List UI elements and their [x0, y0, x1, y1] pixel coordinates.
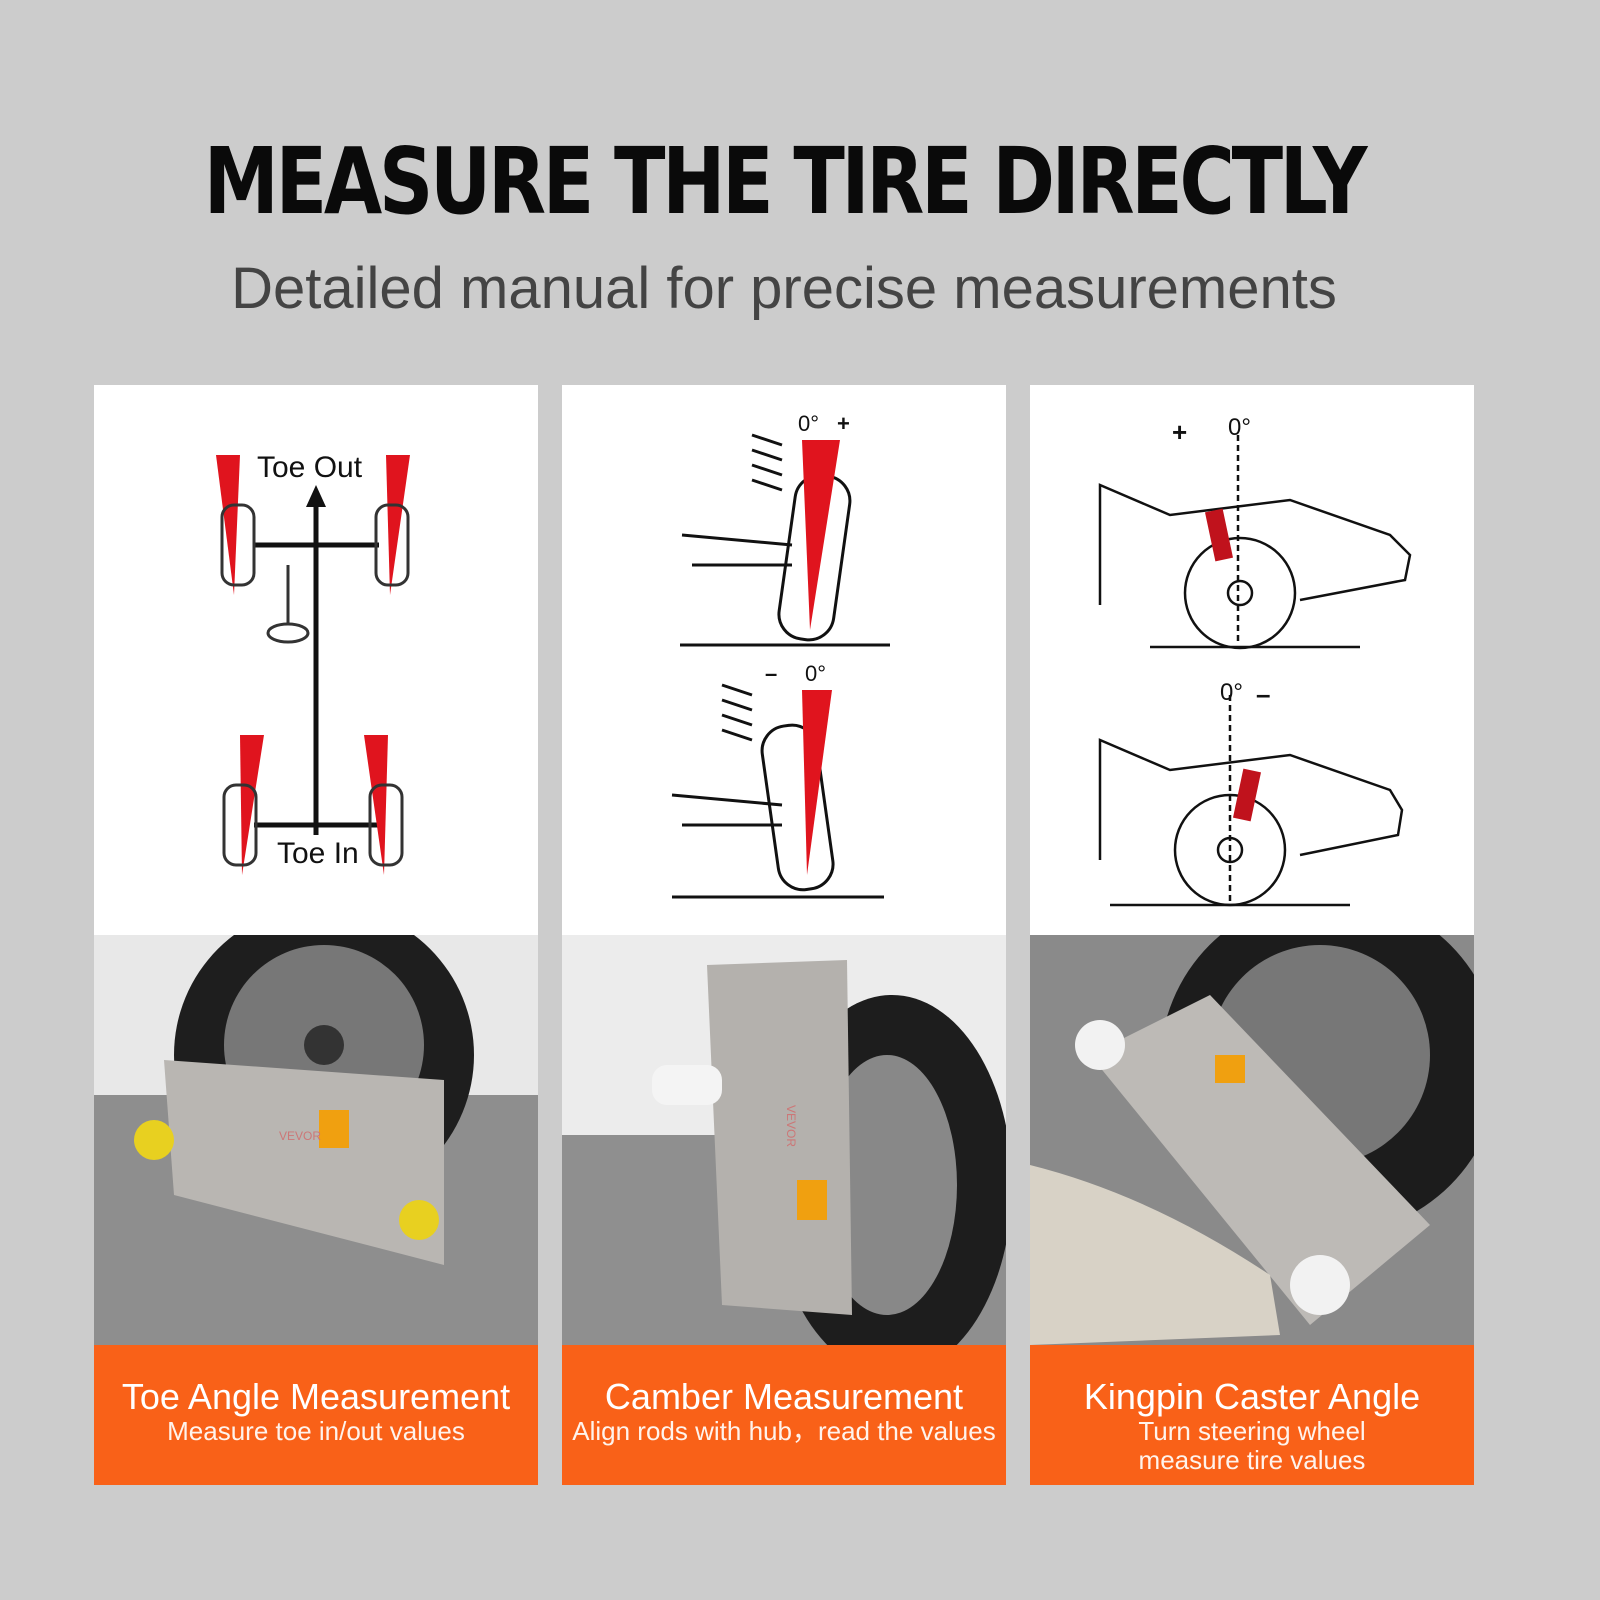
caster-caption: Kingpin Caster Angle Turn steering wheel… [1030, 1345, 1474, 1485]
panel-caster: 0° + 0° – Kingpin Caster Angle Turn stee… [1030, 385, 1474, 1485]
camber-bottom-zero: 0° [805, 661, 826, 686]
camber-top-sign: + [837, 411, 850, 436]
brand-label: VEVOR [784, 1105, 798, 1147]
toe-diagram: Toe Out Toe In [94, 385, 538, 935]
caster-diagram-svg: 0° + 0° – [1098, 414, 1412, 907]
camber-bottom-sign: – [765, 661, 777, 686]
toe-caption: Toe Angle Measurement Measure toe in/out… [94, 1345, 538, 1485]
panel-camber: 0° + 0° – VEVOR Camber Measurement Align… [562, 385, 1006, 1485]
caption-title: Kingpin Caster Angle [1083, 1376, 1421, 1417]
caption-title: Toe Angle Measurement [121, 1376, 511, 1417]
page-title: MEASURE THE TIRE DIRECTLY [203, 128, 1368, 235]
caption-subtitle: Measure toe in/out values [167, 1416, 465, 1446]
caster-top-sign: + [1172, 417, 1187, 447]
camber-photo: VEVOR [562, 935, 1006, 1345]
toe-diagram-svg: Toe Out Toe In [216, 451, 410, 875]
caption-subtitle-2: measure tire values [1138, 1445, 1366, 1475]
caption-subtitle: Turn steering wheel [1138, 1416, 1366, 1446]
camber-photo-svg: VEVOR [562, 935, 1006, 1345]
camber-caption: Camber Measurement Align rods with hub，r… [562, 1345, 1006, 1485]
toe-in-label: Toe In [277, 837, 359, 870]
caster-top-zero: 0° [1228, 414, 1251, 441]
caster-bottom-sign: – [1256, 679, 1270, 709]
caption-title: Camber Measurement [604, 1376, 964, 1417]
caster-photo-svg [1030, 935, 1474, 1345]
page-subtitle: Detailed manual for precise measurements [231, 256, 1337, 321]
caster-diagram: 0° + 0° – [1030, 385, 1474, 935]
camber-top-zero: 0° [798, 411, 819, 436]
panel-toe: Toe Out Toe In VEVOR Toe Angle Measureme… [94, 385, 538, 1485]
caster-bottom-zero: 0° [1220, 679, 1243, 706]
brand-label: VEVOR [279, 1129, 321, 1143]
toe-photo-svg: VEVOR [94, 935, 538, 1345]
caster-photo [1030, 935, 1474, 1345]
camber-diagram: 0° + 0° – [562, 385, 1006, 935]
camber-diagram-svg: 0° + 0° – [671, 411, 890, 899]
toe-photo: VEVOR [94, 935, 538, 1345]
toe-out-wedges [216, 455, 410, 875]
toe-out-label: Toe Out [257, 451, 363, 484]
caption-subtitle: Align rods with hub，read the values [572, 1416, 996, 1446]
